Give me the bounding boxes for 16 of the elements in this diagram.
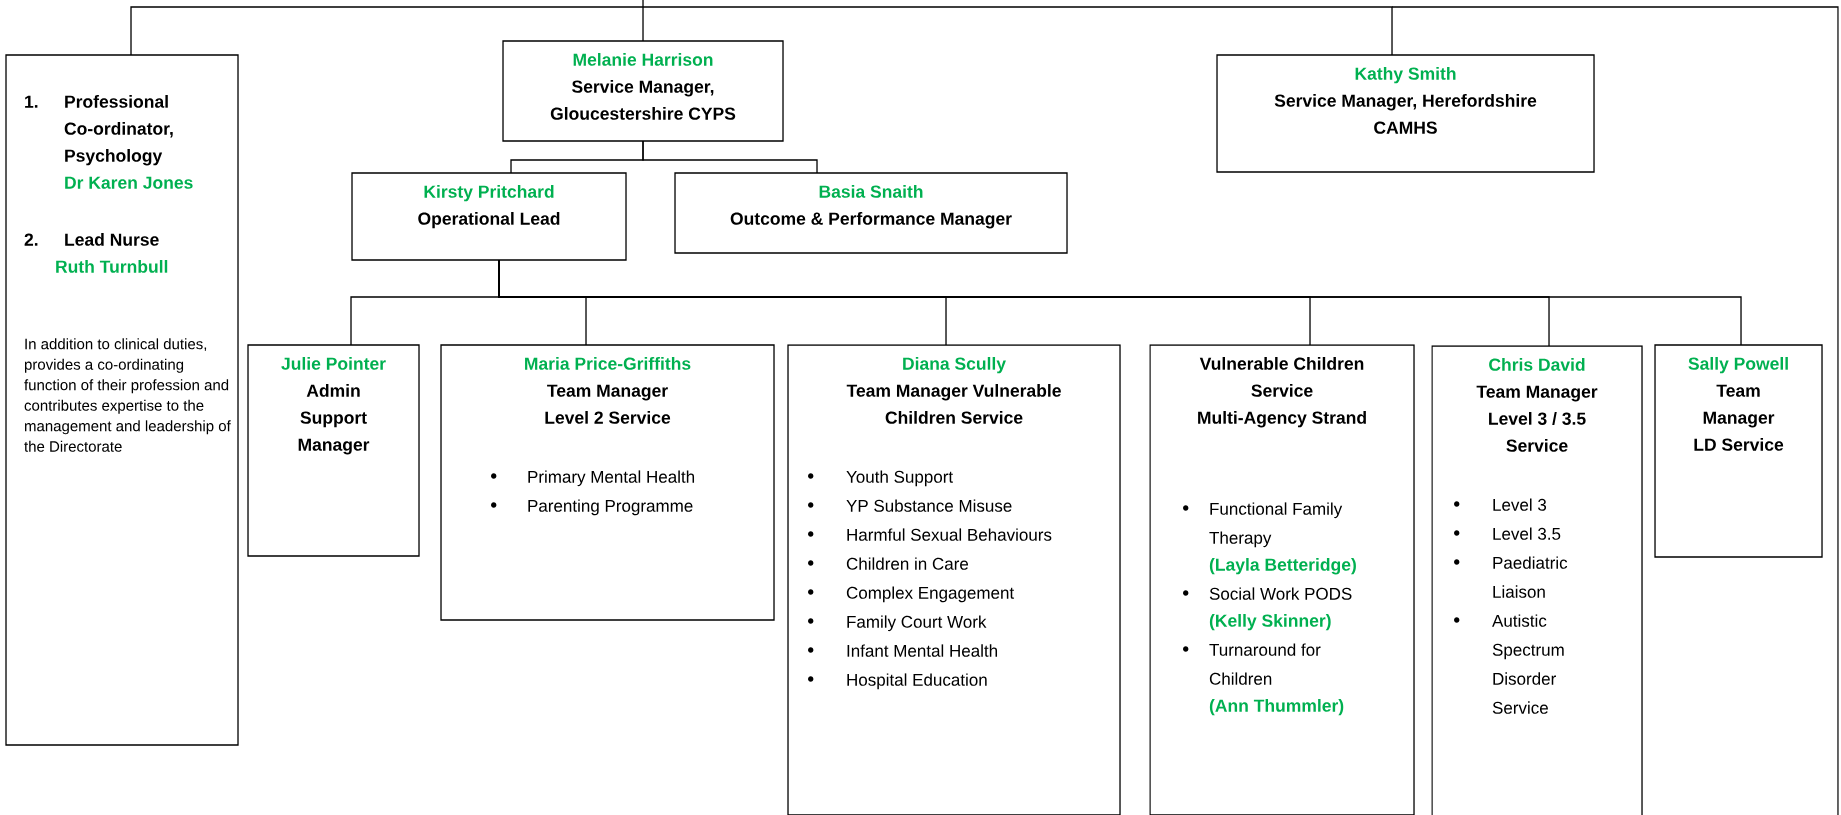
org-box: Kirsty Pritchard Operational Lead bbox=[351, 172, 627, 261]
connector-line bbox=[498, 259, 1742, 346]
org-box: Chris David Team Manager Level 3 / 3.5 Service Level 3 Level 3.5 Paediatric Liaison Autistic Spectrum Disorder Service bbox=[1431, 345, 1643, 815]
connector-line bbox=[642, 140, 818, 174]
org-box: Sally Powell Team Manager LD Service bbox=[1654, 344, 1823, 558]
connector-line bbox=[130, 6, 644, 56]
org-box: Basia Snaith Outcome & Performance Manager bbox=[674, 172, 1068, 254]
connector-line bbox=[642, 6, 1393, 56]
org-box: Vulnerable Children Service Multi-Agency Strand Functional Family Therapy (Layla Betteridge) Social Work PODS (Kelly Skinner) Turnaround for Children (Ann Thummler) bbox=[1149, 344, 1415, 815]
org-box: Kathy Smith Service Manager, Herefordshire CAMHS bbox=[1216, 54, 1595, 173]
org-box: Diana Scully Team Manager Vulnerable Children Service Youth Support YP Substance Misuse Harmful Sexual Behaviours Children in Care Complex Engagement Family Court Work Infant Mental Health Hospital Education bbox=[787, 344, 1121, 815]
org-box: Julie Pointer Admin Support Manager bbox=[247, 344, 420, 557]
connector-line bbox=[642, 0, 644, 42]
note-box: 1. Professional Co-ordinator, Psychology Dr Karen Jones 2. Lead Nurse Ruth Turnbull In addition to clinical duties, provides a co-ordinating function of their profession and contributes expertise to the management and leadership of the Directorate bbox=[5, 54, 239, 746]
org-box: Melanie Harrison Service Manager, Gloucestershire CYPS bbox=[502, 40, 784, 142]
org-box: Maria Price-Griffiths Team Manager Level 2 Service Primary Mental Health Parenting Programme bbox=[440, 344, 775, 621]
